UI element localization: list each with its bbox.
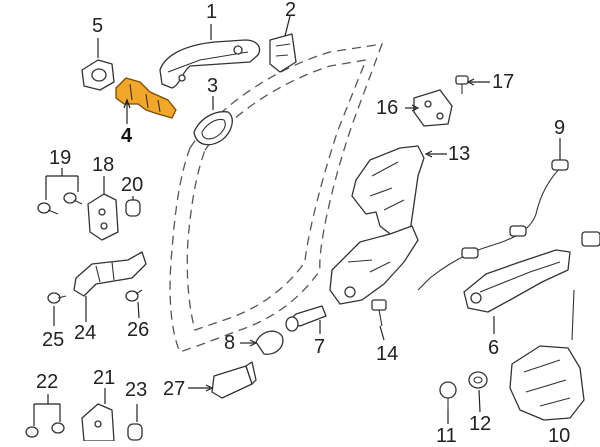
- sleeve-27[interactable]: [211, 361, 257, 399]
- callout-13: 13: [448, 143, 471, 165]
- leader-lines: [33, 15, 561, 426]
- door-latch-assembly[interactable]: [509, 289, 585, 421]
- callout-26: 26: [127, 319, 150, 341]
- release-cable[interactable]: [417, 159, 569, 291]
- plug-8[interactable]: [255, 330, 284, 355]
- bolt-7[interactable]: [285, 305, 327, 332]
- callout-27: 27: [163, 378, 186, 400]
- callout-22: 22: [36, 371, 59, 393]
- inner-door-handle[interactable]: [463, 249, 571, 313]
- callout-4-highlighted: 4: [121, 125, 133, 147]
- callout-2: 2: [285, 0, 297, 21]
- hinge-18[interactable]: [87, 193, 119, 241]
- door-outline: [169, 43, 383, 353]
- callout-23: 23: [125, 379, 148, 401]
- callout-12: 12: [469, 413, 492, 435]
- callout-14: 14: [376, 343, 399, 365]
- hinge-21[interactable]: [81, 403, 115, 441]
- lock-bracket[interactable]: [351, 145, 425, 241]
- lock-cylinder-highlighted[interactable]: [115, 77, 177, 119]
- callout-6: 6: [488, 337, 500, 359]
- hinge-bolts-19[interactable]: [37, 192, 83, 215]
- bushing-20[interactable]: [125, 199, 141, 217]
- door-check-24[interactable]: [73, 251, 147, 297]
- latch-frame[interactable]: [329, 225, 419, 305]
- callout-24: 24: [74, 322, 97, 344]
- callout-18: 18: [92, 154, 115, 176]
- bolt-25[interactable]: [47, 292, 67, 304]
- bolt-26[interactable]: [125, 289, 143, 302]
- screw-17[interactable]: [455, 75, 469, 94]
- screw-14[interactable]: [371, 299, 387, 327]
- clip-11[interactable]: [439, 381, 457, 410]
- callout-10: 10: [548, 425, 571, 447]
- callout-21: 21: [93, 367, 116, 389]
- callout-20: 20: [121, 174, 144, 196]
- callout-1: 1: [206, 1, 218, 23]
- outer-door-handle[interactable]: [159, 39, 261, 89]
- callout-11: 11: [436, 425, 457, 447]
- callout-9: 9: [554, 117, 566, 139]
- grommet-12[interactable]: [468, 371, 488, 389]
- striker-plate[interactable]: [413, 89, 453, 127]
- callout-19: 19: [49, 147, 72, 169]
- callout-16: 16: [376, 97, 399, 119]
- callout-5: 5: [92, 15, 104, 37]
- callout-17: 17: [492, 71, 515, 93]
- handle-gasket[interactable]: [193, 111, 233, 146]
- callout-25: 25: [42, 329, 65, 351]
- callout-8: 8: [224, 332, 236, 354]
- callout-7: 7: [314, 336, 326, 358]
- callout-3: 3: [207, 75, 219, 97]
- door-outline-inner: [186, 59, 368, 331]
- bushing-23[interactable]: [127, 423, 143, 441]
- handle-cover[interactable]: [269, 33, 297, 73]
- cable-end-10[interactable]: [581, 231, 600, 247]
- hinge-bolts-22[interactable]: [25, 422, 65, 438]
- lock-cylinder-cap[interactable]: [81, 59, 115, 91]
